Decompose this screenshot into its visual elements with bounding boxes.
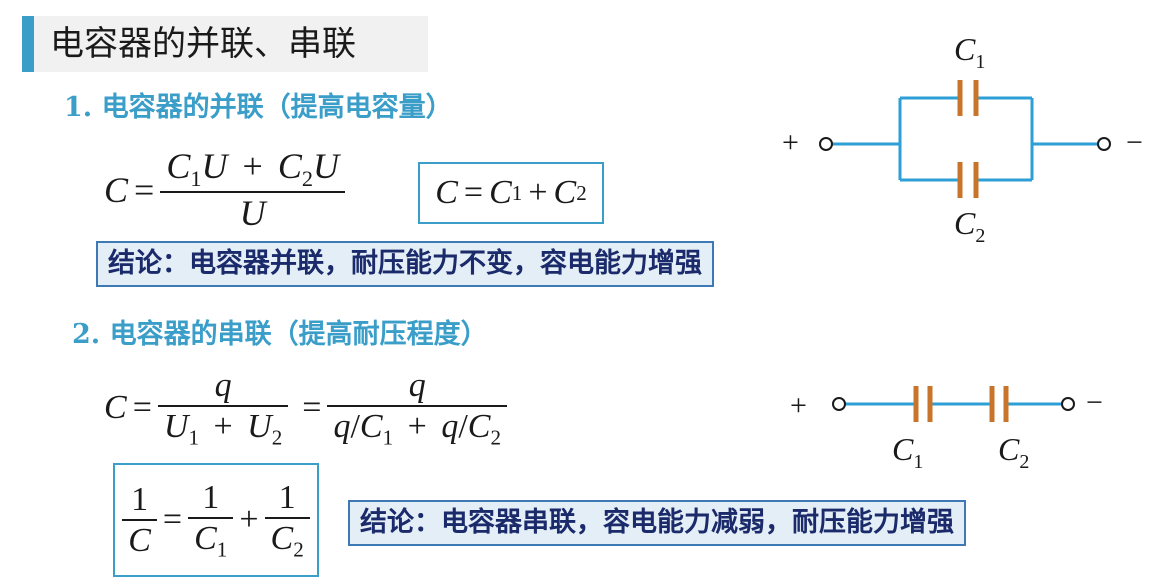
section-title: 电容器的串联（提高耐压程度） bbox=[109, 319, 488, 350]
parallel-formula: C = C1U + C2U U bbox=[104, 146, 345, 235]
fraction: C1U + C2U U bbox=[160, 146, 345, 235]
series-circuit-diagram: + − C1 C2 bbox=[790, 386, 1103, 473]
section-number: 1. bbox=[64, 92, 93, 123]
fraction-numerator: C1U + C2U bbox=[166, 146, 339, 191]
label-c2: C2 bbox=[998, 431, 1029, 473]
terminal-positive bbox=[832, 397, 846, 411]
fraction: q q/C1 + q/C2 bbox=[327, 366, 508, 450]
formula-symbol: C bbox=[104, 170, 129, 211]
equals-sign: = bbox=[302, 388, 322, 426]
label-c2: C2 bbox=[954, 205, 985, 247]
fraction-denominator: q/C1 + q/C2 bbox=[333, 408, 502, 450]
section-heading-parallel: 1. 电容器的并联（提高电容量） bbox=[64, 90, 453, 126]
circuit-wires bbox=[832, 96, 1098, 182]
fraction: q U1 + U2 bbox=[157, 366, 289, 450]
capacitor-c1 bbox=[913, 386, 933, 422]
fraction: 1 C bbox=[122, 480, 157, 560]
terminal-negative bbox=[1061, 397, 1075, 411]
fraction-denominator: U bbox=[239, 193, 266, 234]
formula-symbol: C bbox=[104, 388, 127, 426]
fraction-numerator: q bbox=[214, 367, 232, 404]
section-heading-series: 2. 电容器的串联（提高耐压程度） bbox=[72, 317, 488, 353]
minus-sign: − bbox=[1086, 386, 1103, 419]
plus-sign: + bbox=[782, 126, 799, 159]
fraction-bar bbox=[157, 405, 289, 408]
equals-sign: = bbox=[134, 170, 155, 211]
fraction-bar bbox=[327, 405, 508, 408]
fraction-numerator: q bbox=[408, 367, 426, 404]
terminal-positive bbox=[819, 137, 833, 151]
series-result-box: 1 C = 1 C1 + 1 C2 bbox=[113, 463, 319, 577]
fraction-denominator: U1 + U2 bbox=[163, 408, 283, 450]
capacitor-c2 bbox=[989, 386, 1009, 422]
fraction-bar bbox=[160, 191, 345, 194]
series-formula: C = q U1 + U2 = q q/C1 + q/C2 bbox=[104, 366, 508, 450]
parallel-conclusion: 结论：电容器并联，耐压能力不变，容电能力增强 bbox=[96, 241, 714, 287]
title-bar bbox=[22, 16, 428, 72]
minus-sign: − bbox=[1126, 126, 1143, 159]
plus-sign: + bbox=[790, 389, 807, 422]
page-title: 电容器的并联、串联 bbox=[50, 24, 356, 64]
parallel-circuit-diagram: + − C1 C2 bbox=[782, 31, 1143, 247]
fraction: 1 C1 bbox=[188, 478, 234, 562]
fraction: 1 C2 bbox=[264, 478, 310, 562]
capacitor-c2 bbox=[957, 162, 979, 198]
equals-sign: = bbox=[132, 388, 152, 426]
series-conclusion: 结论：电容器串联，容电能力减弱，耐压能力增强 bbox=[348, 500, 966, 546]
terminal-negative bbox=[1097, 137, 1111, 151]
section-title: 电容器的并联（提高电容量） bbox=[101, 92, 453, 123]
section-number: 2. bbox=[72, 319, 101, 350]
capacitor-c1 bbox=[957, 80, 979, 116]
label-c1: C1 bbox=[892, 431, 923, 473]
label-c1: C1 bbox=[954, 31, 985, 73]
title-accent-bar bbox=[22, 16, 34, 72]
